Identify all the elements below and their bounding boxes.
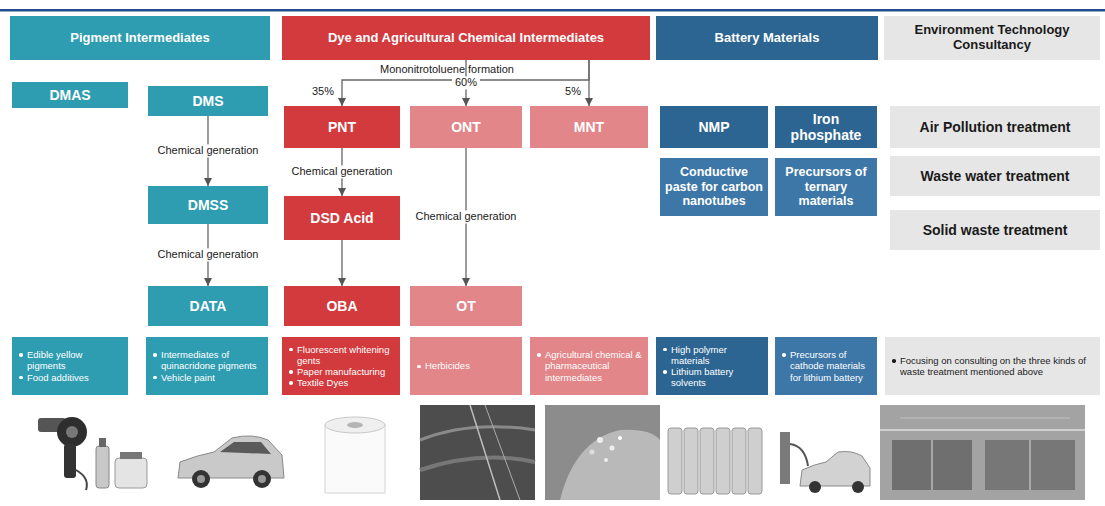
box-text: Battery Materials <box>660 31 874 46</box>
water-treatment-photo <box>880 405 1085 500</box>
granules-photo <box>545 405 660 500</box>
box-text: Fluorescent whitening gents <box>288 344 395 366</box>
category-header: Pigment Intermediates <box>10 16 270 60</box>
category-header: Dye and Agricultural Chemical Intermedia… <box>282 16 650 60</box>
application-box: High polymer materialsLithium battery so… <box>656 337 768 395</box>
connector-arrow <box>588 60 589 106</box>
product-box: PNT <box>284 106 400 148</box>
application-box: Edible yellow pigmentsFood additives <box>12 337 128 395</box>
process-note: Mononitrotoluene formation <box>380 63 514 76</box>
application-box: Herbicides <box>410 337 522 395</box>
box-text: Edible yellow pigments <box>18 349 123 371</box>
electric-car-photo <box>780 432 870 493</box>
box-text: High polymer materials <box>662 344 763 366</box>
crop-spraying-photo <box>420 405 535 500</box>
application-box: Intermediates of quinacridone pigmentsVe… <box>146 337 268 395</box>
box-text: PNT <box>288 119 396 135</box>
box-text: DMAS <box>16 87 124 103</box>
product-box: Precursors of ternary materials <box>775 158 877 216</box>
box-text: ONT <box>414 119 518 135</box>
box-text: Focusing on consulting on the three kind… <box>891 355 1095 377</box>
product-box: Conductive paste for carbon nanotubes <box>660 158 768 216</box>
box-text: Waste water treatment <box>894 168 1096 184</box>
category-header: Environment Technology Consultancy <box>884 16 1100 60</box>
edge-label: 35% <box>309 85 337 98</box>
box-text: Conductive paste for carbon nanotubes <box>664 165 764 208</box>
application-box: Focusing on consulting on the three kind… <box>885 337 1100 395</box>
box-text: Precursors of cathode materials for lith… <box>781 349 872 383</box>
product-box: DSD Acid <box>284 196 400 240</box>
service-box: Solid waste treatment <box>890 210 1100 250</box>
box-text: Air Pollution treatment <box>894 119 1096 135</box>
product-box: DMAS <box>12 82 128 108</box>
cosmetics-photo <box>38 417 147 490</box>
product-box: DMS <box>148 86 268 116</box>
edge-label: 5% <box>562 85 584 98</box>
product-box: NMP <box>660 106 768 148</box>
battery-cells-photo <box>668 428 762 494</box>
edge-label: 60% <box>452 76 480 89</box>
box-text: Herbicides <box>416 360 517 371</box>
car-photo <box>178 436 284 488</box>
box-text: Environment Technology Consultancy <box>888 23 1096 53</box>
edge-label: Chemical generation <box>155 144 262 157</box>
box-text: DMSS <box>152 197 264 213</box>
product-box: DMSS <box>148 186 268 224</box>
product-box: MNT <box>530 106 648 148</box>
box-text: Agricultural chemical & pharmaceutical i… <box>536 349 643 383</box>
service-box: Waste water treatment <box>890 156 1100 196</box>
service-box: Air Pollution treatment <box>890 106 1100 148</box>
box-text: Precursors of ternary materials <box>779 165 873 208</box>
box-text: Food additives <box>18 372 123 383</box>
edge-label: Chemical generation <box>289 165 396 178</box>
paper-roll-photo <box>325 417 385 493</box>
application-box: Fluorescent whitening gentsPaper manufac… <box>282 337 400 395</box>
box-text: DSD Acid <box>288 210 396 226</box>
product-box: OT <box>410 286 522 326</box>
box-text: Textile Dyes <box>288 377 395 388</box>
application-box: Precursors of cathode materials for lith… <box>775 337 877 395</box>
box-text: MNT <box>534 119 644 135</box>
application-box: Agricultural chemical & pharmaceutical i… <box>530 337 648 395</box>
product-box: OBA <box>284 286 400 326</box>
box-text: Vehicle paint <box>152 372 263 383</box>
edge-label: Chemical generation <box>155 248 262 261</box>
top-rule <box>0 9 1105 12</box>
box-text: Intermediates of quinacridone pigments <box>152 349 263 371</box>
box-text: Dye and Agricultural Chemical Intermedia… <box>286 31 646 46</box>
category-header: Battery Materials <box>656 16 878 60</box>
box-text: DATA <box>152 298 264 314</box>
box-text: DMS <box>152 93 264 109</box>
box-text: Pigment Intermediates <box>14 31 266 46</box>
product-box: ONT <box>410 106 522 148</box>
box-text: OT <box>414 298 518 314</box>
box-text: Paper manufacturing <box>288 366 395 377</box>
connector-arrow <box>341 240 342 286</box>
product-box: Iron phosphate <box>775 106 877 148</box>
box-text: Iron phosphate <box>779 111 873 143</box>
box-text: Lithium battery solvents <box>662 366 763 388</box>
product-box: DATA <box>148 286 268 326</box>
edge-label: Chemical generation <box>413 210 520 223</box>
box-text: Solid waste treatment <box>894 222 1096 238</box>
box-text: NMP <box>664 119 764 135</box>
connector-arrow <box>342 60 589 106</box>
box-text: OBA <box>288 298 396 314</box>
